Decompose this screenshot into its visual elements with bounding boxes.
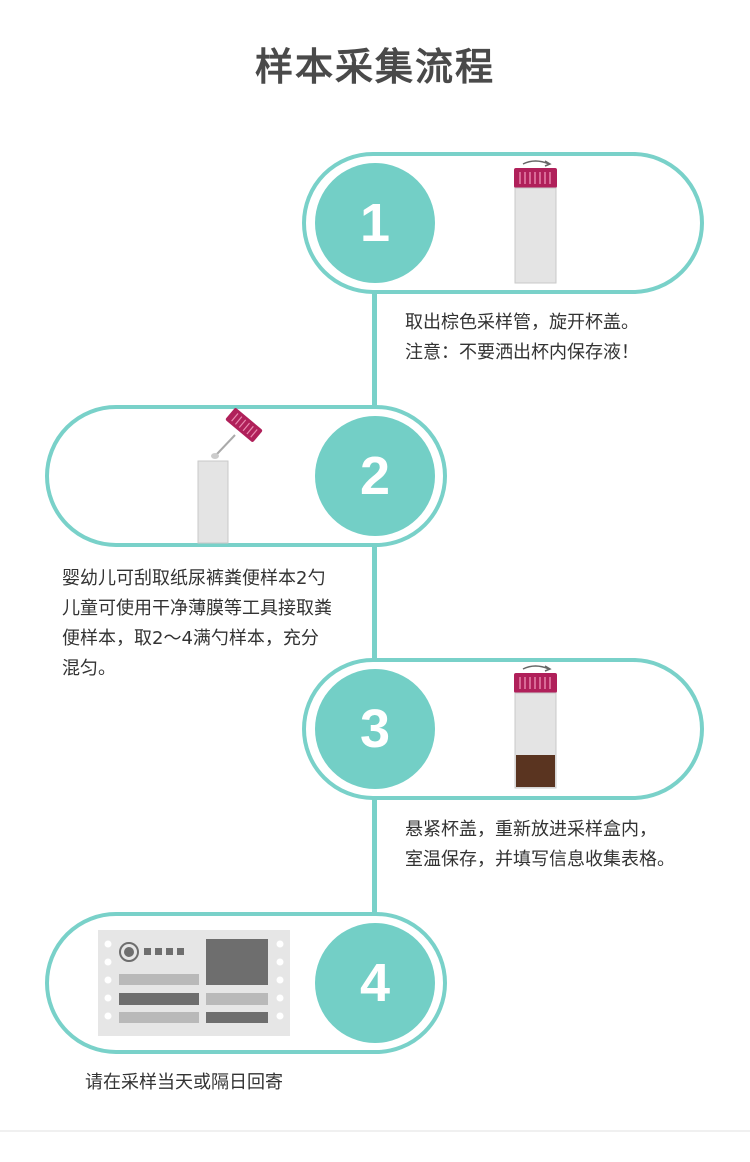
step-2-number: 2 <box>359 446 391 506</box>
page-title: 样本采集流程 <box>254 45 495 89</box>
step-1-text-line: 取出棕色采样管，旋开杯盖。 <box>405 312 639 333</box>
step-2-caption: 婴幼儿可刮取纸尿裤粪便样本2勺 儿童可使用干净薄膜等工具接取粪 便样本，取2～4… <box>62 564 332 684</box>
step-4-number: 4 <box>359 953 391 1013</box>
step-4-caption: 请在采样当天或隔日回寄 <box>85 1068 283 1098</box>
step-2-text-line: 混匀。 <box>62 658 116 679</box>
step-4-number-circle: 4 <box>315 923 435 1043</box>
step-1-text-line: 注意：不要洒出杯内保存液！ <box>405 342 639 363</box>
step-1-number: 1 <box>359 193 391 253</box>
step-3-number-circle: 3 <box>315 669 435 789</box>
step-2-number-circle: 2 <box>315 416 435 536</box>
connector-line <box>372 290 377 410</box>
step-2-text-line: 便样本，取2～4满勺样本，充分 <box>62 628 319 649</box>
step-1-number-circle: 1 <box>315 163 435 283</box>
bottom-divider <box>0 1130 750 1132</box>
step-4-text-line: 请在采样当天或隔日回寄 <box>85 1072 283 1093</box>
step-3-text-line: 悬紧杯盖，重新放进采样盒内， <box>405 819 657 840</box>
connector-line <box>372 545 377 663</box>
step-1-caption: 取出棕色采样管，旋开杯盖。 注意：不要洒出杯内保存液！ <box>405 308 639 368</box>
step-3-text-line: 室温保存，并填写信息收集表格。 <box>405 849 675 870</box>
tube-with-spoon-cap-icon <box>197 408 263 544</box>
mail-form-icon <box>98 930 290 1036</box>
sample-tube-open-cap-icon <box>514 160 557 284</box>
step-2-text-line: 婴幼儿可刮取纸尿裤粪便样本2勺 <box>62 568 326 589</box>
step-3-number: 3 <box>359 699 391 759</box>
step-3-caption: 悬紧杯盖，重新放进采样盒内， 室温保存，并填写信息收集表格。 <box>405 815 675 875</box>
sample-tube-filled-icon <box>514 665 557 789</box>
step-2-text-line: 儿童可使用干净薄膜等工具接取粪 <box>62 598 332 619</box>
connector-line <box>372 795 377 915</box>
